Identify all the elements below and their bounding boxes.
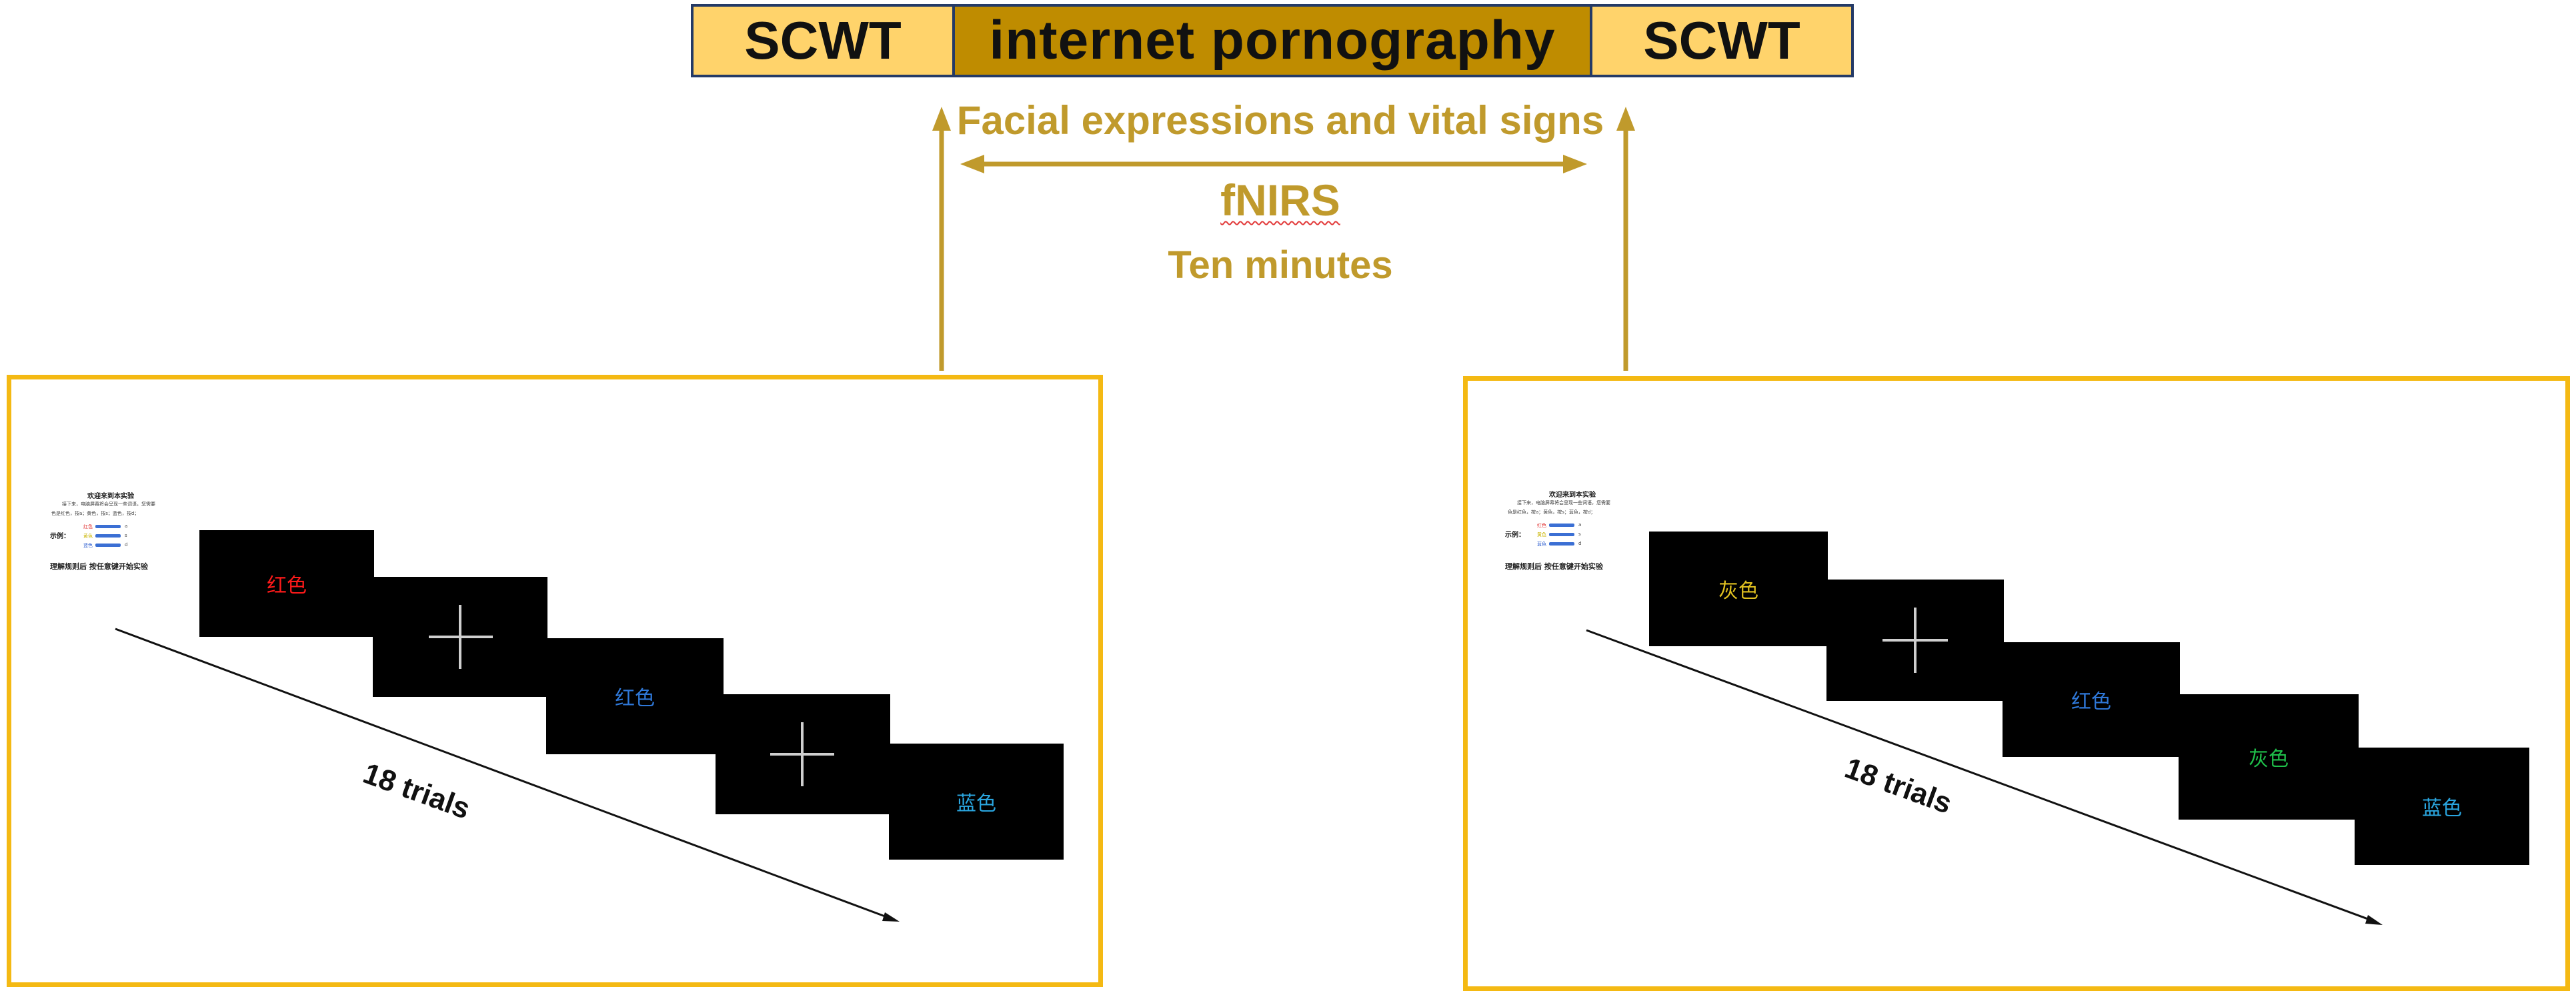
right-swatch-bar-2 [1549,533,1574,536]
right-swatch-word-3: 蓝色 [1537,542,1546,547]
left-swatch-word-2: 黄色 [83,534,93,539]
left-screen-4 [716,694,890,814]
right-screen-3-word: 红色 [2071,690,2111,714]
left-swatch-bar-2 [95,534,121,538]
left-swatch-bar-3 [95,544,121,547]
left-screen-3: 红色 [546,638,724,754]
left-swatch-word-1: 红色 [83,524,93,530]
left-screen-1-word: 红色 [267,574,307,598]
right-instruction-bottom: 理解规则后 按任意键开始实验 [1505,562,1603,571]
left-instruction-title: 欢迎来到本实验 [87,493,134,500]
right-swatch-word-1: 红色 [1537,523,1546,528]
left-screen-5-word: 蓝色 [956,792,996,816]
left-instruction-example-label: 示例： [50,533,70,540]
left-swatch-bar-1 [95,525,121,528]
right-swatch-bar-3 [1549,542,1574,546]
right-screen-1-word: 灰色 [1718,580,1758,603]
caption-fnirs: fNIRS [1220,175,1340,225]
right-fixation-cross-vertical [1914,608,1916,673]
left-vertical-arrowhead [932,107,951,131]
right-screen-5-word: 蓝色 [2422,797,2462,820]
right-instruction-title: 欢迎来到本实验 [1549,491,1596,499]
timeline-internet-pornography: internet pornography [952,4,1592,77]
right-swatch-bar-1 [1549,524,1574,527]
right-swatch-key-1: a [1578,522,1582,528]
right-screen-2 [1826,580,2004,701]
left-instruction-line1: 接下来，电脑屏幕将会呈现一些词语，您需要 [62,502,155,507]
right-trials-arrow [1586,629,2383,925]
horizontal-arrowhead-left [960,155,984,173]
timeline-scwt-pre: SCWT [691,4,955,77]
left-swatch-key-2: s [125,533,127,538]
left-stroop-panel: 欢迎来到本实验 接下来，电脑屏幕将会呈现一些词语，您需要 色是红色，按a；黄色，… [7,375,1103,987]
horizontal-arrowhead-right [1563,155,1587,173]
right-instruction-example-label: 示例： [1505,532,1525,539]
right-screen-1: 灰色 [1649,532,1828,646]
left-swatch-key-3: d [125,542,128,548]
right-screen-4: 灰色 [2179,694,2359,820]
left-screen-3-word: 红色 [615,687,655,710]
left-trials-arrow [115,628,900,922]
right-stroop-panel: 欢迎来到本实验 接下来，电脑屏幕将会呈现一些词语，您需要 色是红色，按a；黄色，… [1463,376,2570,991]
left-fixation-cross-1-vertical [459,605,461,669]
left-swatch-word-3: 蓝色 [83,543,93,548]
left-screen-5: 蓝色 [889,744,1064,860]
left-screen-1: 红色 [199,530,374,637]
left-instruction-bottom: 理解规则后 按任意键开始实验 [50,562,148,571]
right-instruction-line2: 色是红色，按a；黄色，按s；蓝色，按d； [1508,510,1596,515]
timeline-scwt-post: SCWT [1590,4,1854,77]
caption-ten-minutes: Ten minutes [1168,243,1393,287]
left-screen-2 [373,577,547,697]
right-screen-5: 蓝色 [2355,748,2529,865]
right-screen-3: 红色 [2003,642,2180,757]
caption-facial-vital-signs: Facial expressions and vital signs [956,98,1604,143]
right-vertical-arrowhead [1616,107,1635,131]
right-screen-4-word: 灰色 [2249,748,2289,771]
right-swatch-key-3: d [1578,541,1582,546]
right-swatch-key-2: s [1578,532,1581,537]
right-instruction-line1: 接下来，电脑屏幕将会呈现一些词语，您需要 [1517,500,1610,506]
left-fixation-cross-2-vertical [801,722,804,786]
left-instruction-line2: 色是红色，按a；黄色，按s；蓝色，按d； [51,511,139,516]
right-swatch-word-2: 黄色 [1537,532,1546,538]
left-swatch-key-1: a [125,524,128,529]
